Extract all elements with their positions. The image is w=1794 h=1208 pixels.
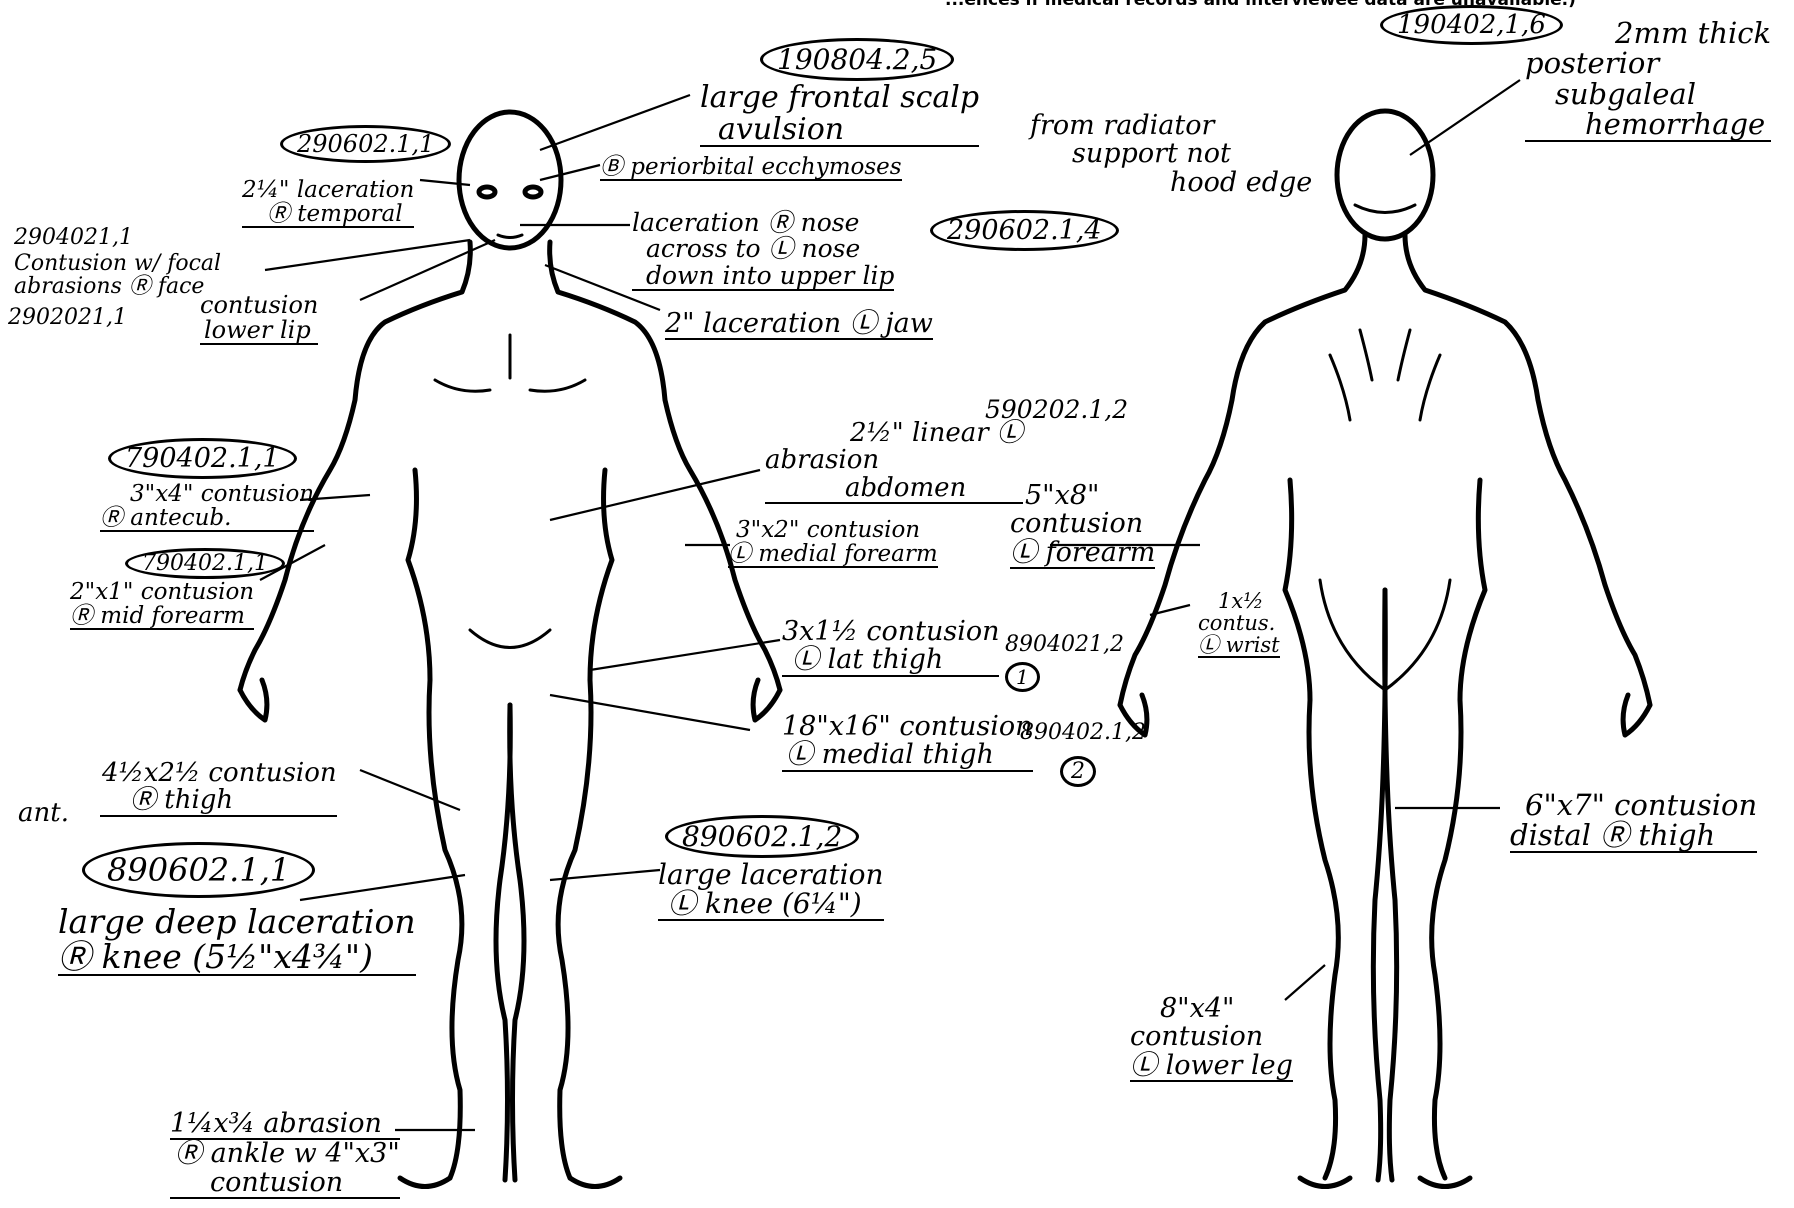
note-ant-thigh-contusion: 4½x2½ contusion Ⓡ thigh [100, 760, 337, 817]
note-posterior-hemorrhage: 2mm thick posterior subgaleal hemorrhage [1525, 18, 1771, 142]
note-face-contusion: Contusion w/ focal abrasions Ⓡ face [14, 252, 221, 298]
note-ant-thigh-prefix: ant. [18, 800, 69, 827]
code-antecub: 790402.1,1 [108, 438, 297, 479]
note-left-knee-laceration: large laceration Ⓛ knee (6¼") [658, 860, 884, 921]
code-nose: 290602.1,4 [930, 210, 1119, 251]
mark-medial-thigh: 2 [1060, 756, 1096, 787]
note-jaw-laceration: 2" laceration Ⓛ jaw [665, 310, 933, 340]
code-lat-thigh: 8904021,2 [1005, 632, 1124, 657]
note-temporal-laceration: 2¼" laceration Ⓡ temporal [242, 178, 414, 228]
note-periorbital: Ⓑ periorbital ecchymoses [600, 155, 902, 181]
note-radiator: from radiator support not hood edge [1030, 112, 1312, 197]
note-scalp-avulsion: large frontal scalp avulsion [700, 82, 979, 147]
code-scalp: 190804.2,5 [760, 38, 954, 81]
code-temporal: 290602.1,1 [280, 125, 451, 163]
note-lower-lip: contusion lower lip [200, 293, 318, 345]
code-face-left: 2904021,1 [14, 225, 133, 250]
mark-lat-thigh: 1 [1005, 662, 1040, 692]
code-midforearm: 790402.1,1 [125, 548, 285, 579]
note-antecub-contusion: 3"x4" contusion Ⓡ antecub. [100, 482, 314, 532]
note-forearm-5x8: 5"x8" contusion Ⓛ forearm [1010, 482, 1155, 569]
note-medial-forearm-contusion: 3"x2" contusion Ⓛ medial forearm [728, 518, 938, 568]
note-abdomen-abrasion: 2½" linear Ⓛ abrasion abdomen [765, 420, 1023, 504]
note-lat-thigh-contusion: 3x1½ contusion Ⓛ lat thigh [782, 618, 999, 677]
note-midforearm-contusion: 2"x1" contusion Ⓡ mid forearm [70, 580, 254, 630]
note-medial-thigh-contusion: 18"x16" contusion Ⓛ medial thigh [782, 713, 1033, 772]
note-right-knee-laceration: large deep laceration Ⓡ knee (5½"x4¾") [58, 905, 416, 976]
note-wrist-contusion: 1x½ contus. Ⓛ wrist [1198, 590, 1280, 658]
code-medial-thigh: 890402.1,2 [1020, 720, 1146, 745]
note-ankle-abrasion: 1¼x¾ abrasion Ⓡ ankle w 4"x3" contusion [170, 1110, 400, 1199]
note-lower-leg-contusion: 8"x4" contusion Ⓛ lower leg [1130, 995, 1293, 1082]
code-knee-right: 890602.1,1 [82, 842, 315, 898]
note-nose-laceration: laceration Ⓡ nose across to Ⓛ nose down … [632, 210, 894, 291]
note-distal-thigh-contusion: 6"x7" contusion distal Ⓡ thigh [1510, 790, 1757, 853]
code-knee-left: 890602.1,2 [665, 815, 859, 858]
code-face-left-2: 2902021,1 [8, 305, 127, 330]
